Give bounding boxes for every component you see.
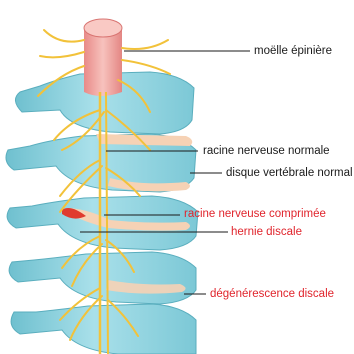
label-disc-degeneration: dégénérescence discale	[210, 287, 334, 301]
label-spinal-cord: moëlle épinière	[254, 44, 332, 58]
vertebra-5	[11, 304, 196, 354]
label-compressed-nerve-root: racine nerveuse comprimée	[184, 207, 326, 221]
label-normal-nerve-root: racine nerveuse normale	[203, 144, 330, 158]
label-normal-disc: disque vertébrale normal	[226, 166, 353, 180]
label-herniated-disc: hernie discale	[231, 225, 302, 239]
